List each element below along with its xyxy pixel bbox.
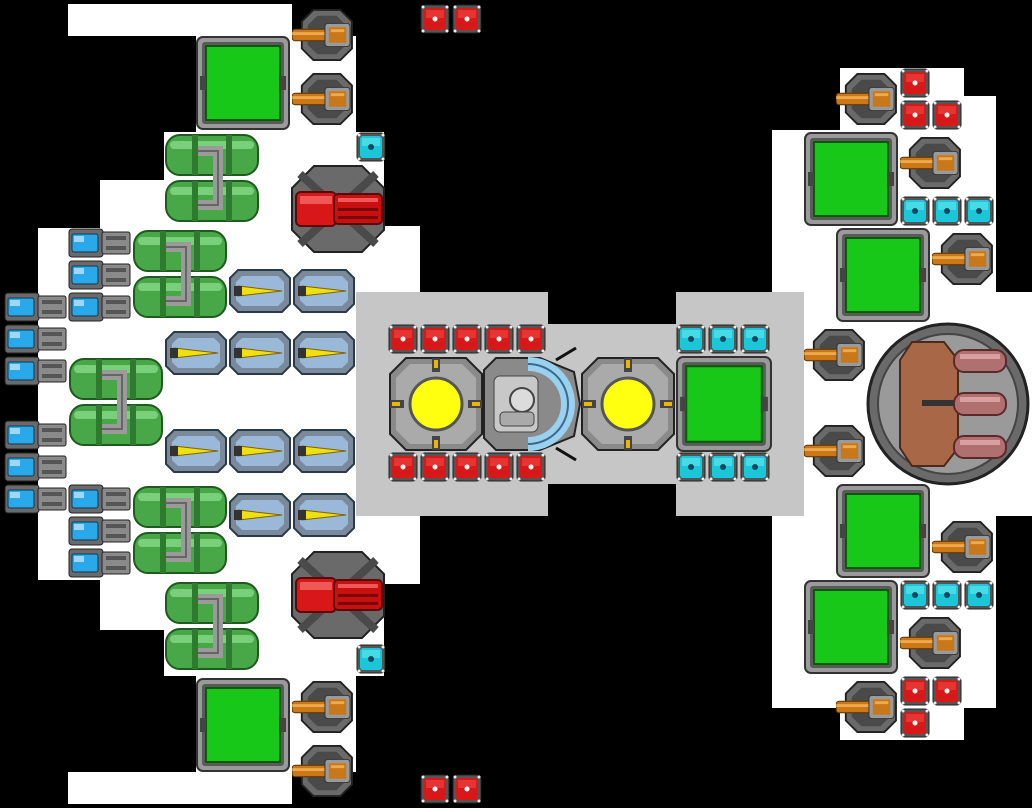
console-icon (804, 132, 898, 226)
reactor-icon (388, 356, 484, 452)
shield-block-icon (356, 132, 386, 162)
cockpit-icon (483, 346, 582, 462)
console-icon (676, 356, 772, 452)
console-icon (804, 580, 898, 674)
reactor-icon (580, 356, 676, 452)
console-icon (196, 678, 290, 772)
armor-block-icon (420, 4, 482, 34)
console-icon (836, 228, 930, 322)
heavy-cannon-icon (292, 552, 384, 638)
armor-block-icon (420, 774, 482, 804)
shield-block-icon (356, 644, 386, 674)
console-icon (836, 484, 930, 578)
heavy-cannon-icon (292, 166, 384, 252)
console-icon (196, 36, 290, 130)
hangar-bay-icon (866, 322, 1030, 486)
